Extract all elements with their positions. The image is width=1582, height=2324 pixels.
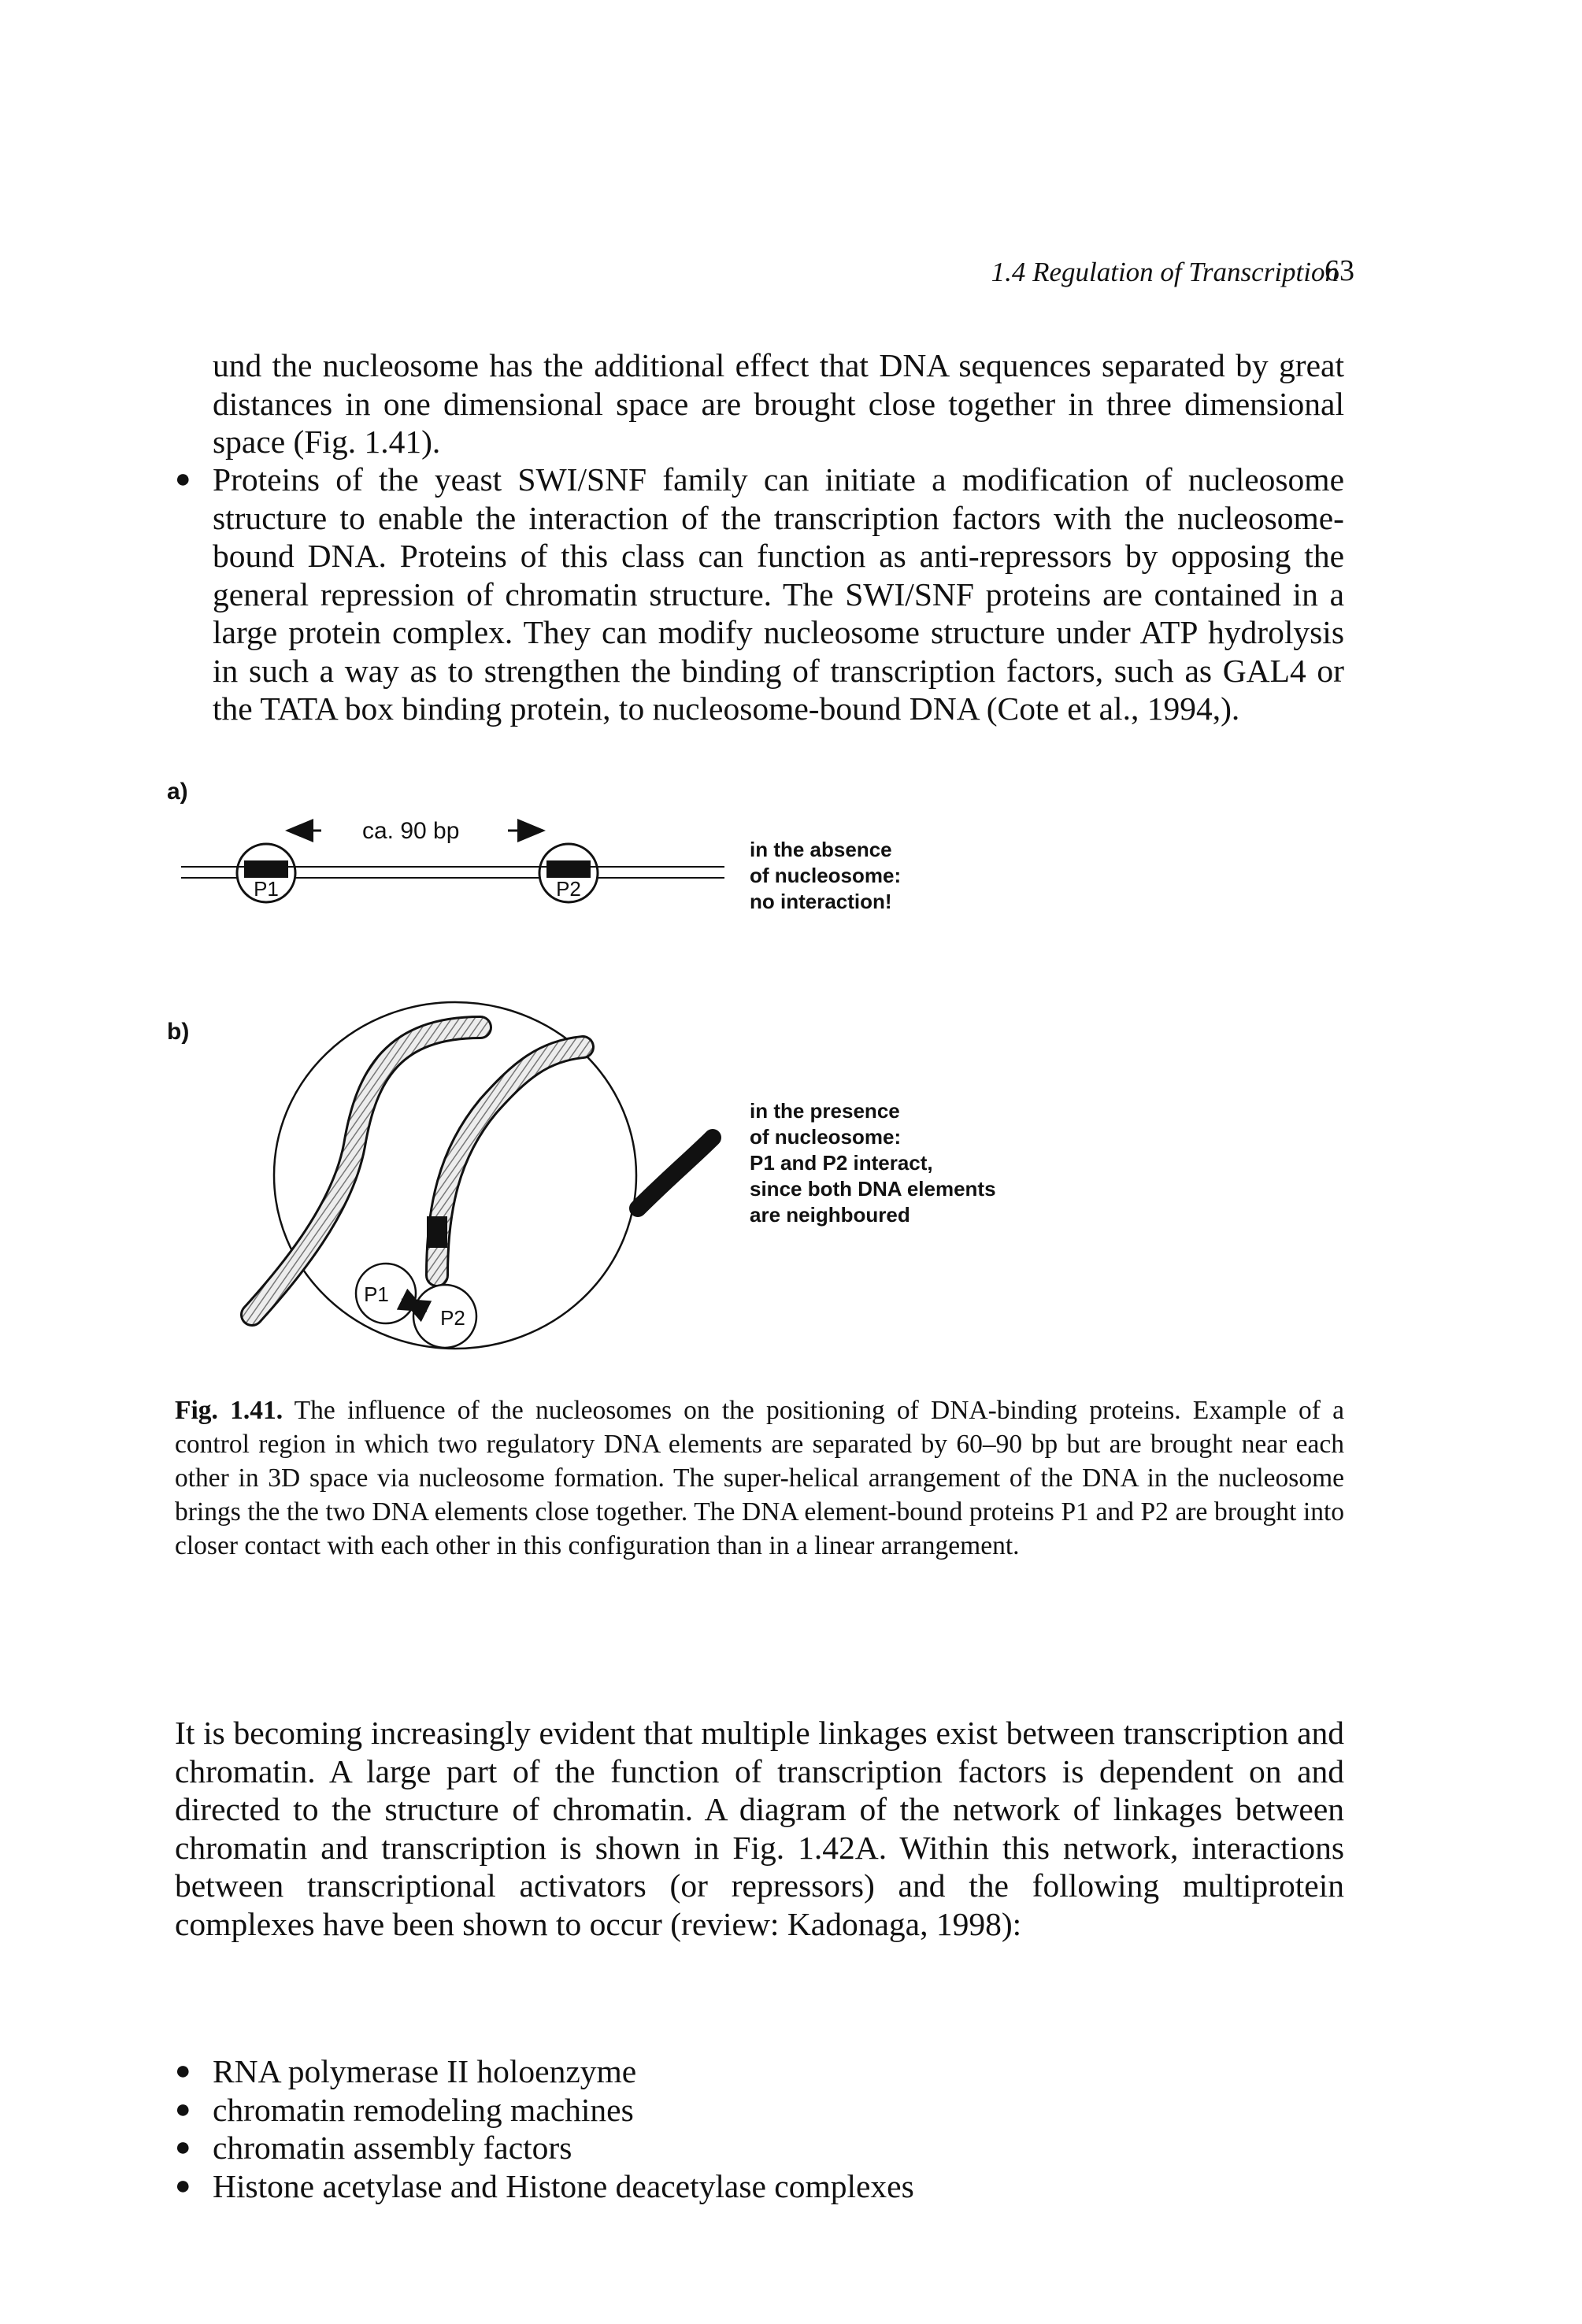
complex-list: ● RNA polymerase II holoenzyme ● chromat…: [175, 2052, 1344, 2205]
protein-p1-linear: P1: [235, 842, 297, 904]
list-item-text: RNA polymerase II holoenzyme: [213, 2053, 637, 2089]
interaction-arrow: [396, 1288, 432, 1323]
figure-1-41: a) ca. 90 bp P1 P2: [157, 768, 1102, 1350]
panel-b: b) P1 P2: [167, 1001, 721, 1350]
bullet-paragraph: ● Proteins of the yeast SWI/SNF family c…: [175, 461, 1344, 728]
panel-b-note-line-3: P1 and P2 interact,: [750, 1151, 933, 1175]
bullet-dot: ●: [175, 464, 191, 494]
list-item: ● chromatin assembly factors: [175, 2129, 1344, 2167]
p2-label-b: P2: [440, 1306, 465, 1330]
panel-b-note-line-5: are neighboured: [750, 1203, 910, 1227]
list-item: ● Histone acetylase and Histone deacetyl…: [175, 2167, 1344, 2206]
panel-a-note-line-1: in the absence: [750, 838, 892, 861]
p1-label-a: P1: [254, 877, 279, 901]
list-item-text: chromatin remodeling machines: [213, 2091, 634, 2128]
panel-a-note-line-3: no interaction!: [750, 890, 892, 913]
list-item-text: Histone acetylase and Histone deacetylas…: [213, 2167, 914, 2204]
bullet-dot: ●: [175, 2170, 191, 2200]
paragraph-continued: und the nucleosome has the additional ef…: [213, 347, 1344, 460]
dna-element-marker: [427, 1216, 447, 1248]
dna-exit-tail: [629, 1129, 721, 1217]
distance-label: ca. 90 bp: [362, 818, 459, 844]
running-header: 1.4 Regulation of Transcription: [991, 257, 1339, 287]
protein-p2-linear: P2: [538, 842, 599, 904]
bullet-paragraph-text: Proteins of the yeast SWI/SNF family can…: [213, 461, 1344, 727]
panel-b-note-line-2: of nucleosome:: [750, 1125, 902, 1149]
bullet-dot: ●: [175, 2133, 191, 2162]
list-item: ● RNA polymerase II holoenzyme: [175, 2052, 1344, 2091]
panel-a-note: in the absence of nucleosome: no interac…: [750, 837, 901, 915]
list-item: ● chromatin remodeling machines: [175, 2091, 1344, 2130]
dna-wrap-1: [243, 1018, 490, 1324]
bullet-dot: ●: [175, 2056, 191, 2085]
page-number: 63: [1325, 254, 1354, 287]
bullet-dot: ●: [175, 2094, 191, 2124]
paragraph-2: It is becoming increasingly evident that…: [175, 1715, 1344, 1942]
caption-label: Fig. 1.41.: [175, 1396, 283, 1425]
panel-b-note-line-4: since both DNA elements: [750, 1177, 996, 1201]
p2-label-a: P2: [556, 877, 581, 901]
panel-a-label: a): [167, 779, 188, 805]
panel-b-note-line-1: in the presence: [750, 1099, 900, 1123]
caption-text: The influence of the nucleosomes on the …: [175, 1396, 1344, 1560]
figure-diagram: a) ca. 90 bp P1 P2: [167, 779, 724, 1350]
panel-a-note-line-2: of nucleosome:: [750, 864, 902, 887]
panel-b-label: b): [167, 1019, 189, 1045]
panel-a: a) ca. 90 bp P1 P2: [167, 779, 724, 904]
p1-label-b: P1: [364, 1282, 389, 1306]
panel-b-note: in the presence of nucleosome: P1 and P2…: [750, 1098, 996, 1228]
list-item-text: chromatin assembly factors: [213, 2130, 572, 2166]
figure-caption: Fig. 1.41. The influence of the nucleoso…: [175, 1393, 1344, 1563]
